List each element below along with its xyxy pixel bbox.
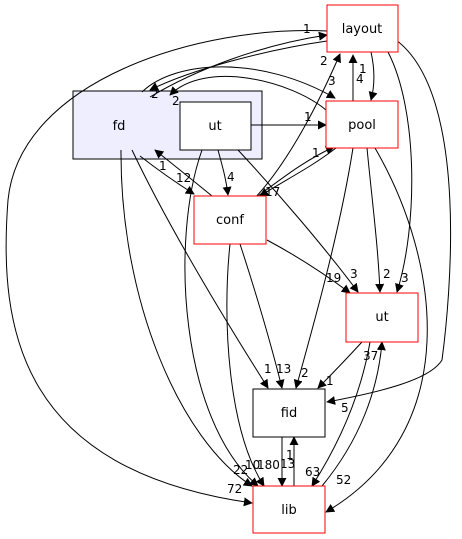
node-fid-label: fid: [281, 406, 297, 421]
edge-label-conf-lib: 180: [257, 458, 280, 472]
edge-conf-ut: [266, 239, 351, 294]
edge-label-lib-ut: 37: [363, 349, 378, 363]
edge-label-layout-fid: 5: [341, 401, 349, 415]
edge-fd-layout: [149, 31, 328, 98]
edge-label-ut-fid: 1: [326, 374, 334, 388]
edge-label-fdut-conf: 4: [227, 170, 235, 184]
edge-fd-pool: [141, 66, 336, 99]
node-layout-label: layout: [342, 22, 383, 37]
node-fd-ut-label: ut: [208, 119, 221, 134]
edge-label-pool-fd: 2: [172, 94, 180, 108]
node-conf-label: conf: [216, 213, 244, 228]
edge-label-conf-pool: 1: [312, 146, 320, 160]
node-fid[interactable]: fid: [252, 388, 326, 438]
node-layout[interactable]: layout: [326, 4, 399, 53]
node-fd-ut[interactable]: ut: [179, 101, 252, 151]
edge-pool-ut: [366, 147, 385, 293]
edge-pool-fid: [293, 147, 354, 389]
edge-label-conf-fd: 12: [176, 171, 191, 185]
edge-lib-ut: [321, 341, 386, 487]
edge-label-layout-pool: 4: [356, 72, 364, 86]
edge-pool-lib: [325, 147, 428, 513]
edge-layout-pool: [368, 51, 378, 101]
edge-ut-lib: [311, 341, 371, 487]
edge-label-fid-lib: 13: [280, 457, 295, 471]
edge-label-pool-layout: 1: [359, 62, 367, 76]
edge-label-fd-fid: 1: [264, 362, 272, 376]
edge-label-fdut-lib: 10: [245, 458, 260, 472]
node-pool-label: pool: [348, 118, 376, 133]
edge-ut-fid: [317, 341, 363, 389]
edge-layout-ut: [387, 51, 413, 293]
edge-layout-fid: [326, 39, 452, 405]
edge-label-fd-layout: 1: [303, 22, 311, 36]
edge-layout-fd: [149, 40, 328, 91]
node-ut[interactable]: ut: [345, 292, 419, 343]
node-lib-label: lib: [281, 503, 296, 518]
node-lib[interactable]: lib: [252, 485, 326, 534]
edge-label-fd-conf: 1: [159, 159, 167, 173]
edge-label-pool-fid: 2: [301, 366, 309, 380]
edge-conf-fid: [239, 243, 285, 389]
edge-pool-conf: [259, 147, 337, 197]
edges: [5, 30, 452, 513]
edge-conf-lib: [226, 243, 265, 487]
edge-label-lib-fid: 1: [286, 448, 294, 462]
edge-label-ut-lib: 63: [305, 465, 320, 479]
edge-pool-fd: [169, 75, 327, 111]
edge-fdut-conf: [217, 149, 232, 196]
edge-fdut-lib: [184, 149, 259, 487]
edge-label-fdut-pool: 1: [304, 110, 312, 124]
edge-label-pool-ut: 2: [383, 267, 391, 281]
node-pool[interactable]: pool: [325, 100, 399, 149]
edge-layout-lib: [5, 30, 328, 507]
edge-labels: 1 2 3 2 1 4 2 1 1 17 1 12 4 19 3 2 3 1 1…: [151, 22, 409, 496]
edge-conf-layout: [254, 53, 341, 199]
node-fd-label: fd: [113, 119, 126, 134]
edge-label-pool-conf: 17: [265, 185, 280, 199]
node-conf[interactable]: conf: [193, 195, 267, 245]
edge-conf-fd: [154, 149, 213, 197]
edge-fd-lib: [120, 149, 253, 487]
edge-label-layout-fd: 2: [151, 87, 159, 101]
edge-fdut-ut: [237, 149, 359, 293]
node-ut-label: ut: [375, 310, 388, 325]
edge-fd-fid: [131, 149, 269, 389]
edge-label-fdut-ut: 3: [350, 267, 358, 281]
edge-label-fd-pool: 3: [328, 74, 336, 88]
edge-label-conf-layout: 2: [320, 54, 328, 68]
edge-label-conf-fid: 13: [276, 362, 291, 376]
edge-fd-conf: [139, 155, 195, 195]
edge-label-layout-ut: 3: [401, 271, 409, 285]
edge-label-layout-lib: 72: [227, 482, 242, 496]
edge-label-fd-lib: 22: [233, 463, 248, 477]
edge-label-pool-lib: 52: [336, 473, 351, 487]
edge-label-conf-ut: 19: [326, 271, 341, 285]
